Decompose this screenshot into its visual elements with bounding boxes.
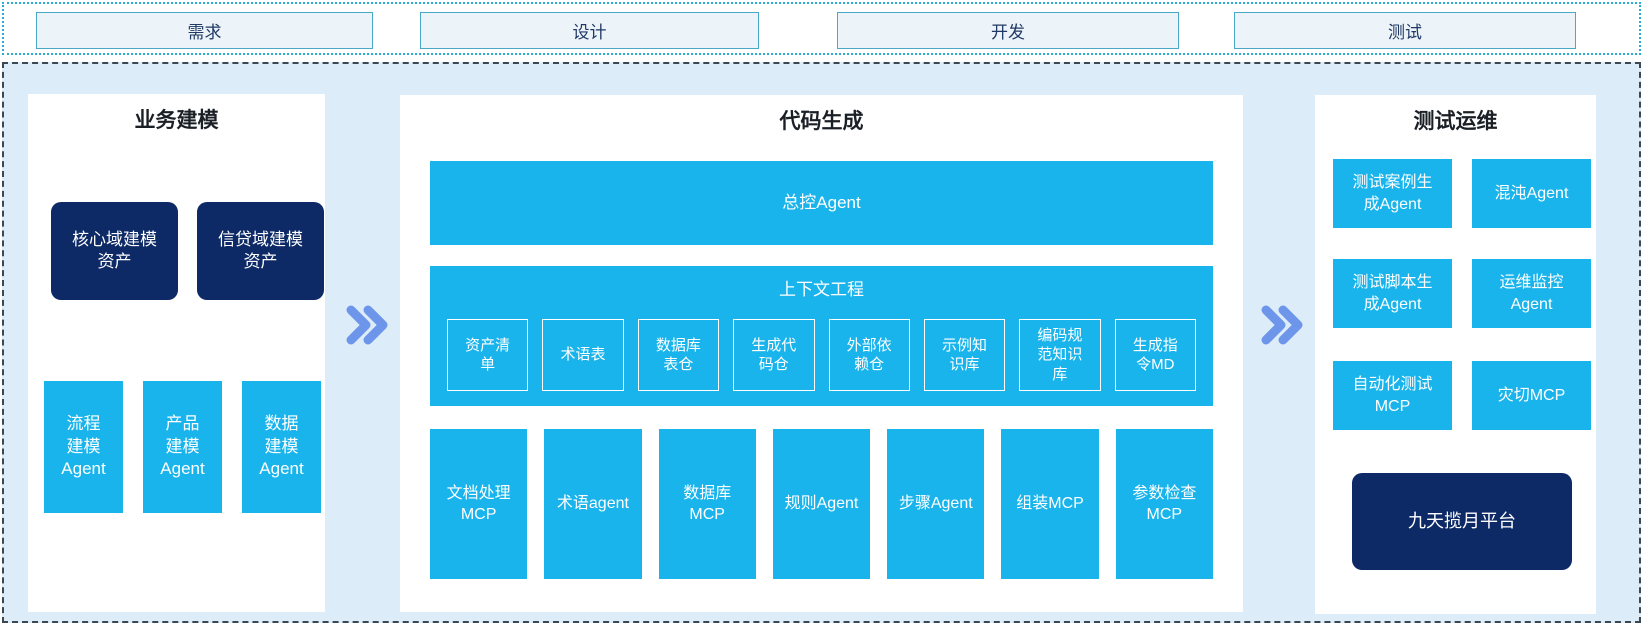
asset-box-credit-domain: 信贷域建模 资产 — [197, 202, 324, 300]
panel-title-business-modeling: 业务建模 — [134, 109, 219, 132]
automated-testing-mcp-box: 自动化测试 MCP — [1333, 361, 1452, 430]
tool-box-doc-processing-mcp: 文档处理 MCP — [430, 429, 528, 579]
chaos-agent-box: 混沌Agent — [1472, 159, 1591, 228]
context-engineering-box: 上下文工程 资产清 单 术语表 数据库 表仓 生成代 码仓 外部依 赖仓 示例知… — [430, 266, 1213, 406]
context-item-glossary: 术语表 — [542, 319, 624, 391]
test-script-generation-agent-box: 测试脚本生 成Agent — [1333, 259, 1452, 328]
panel-title-code-generation: 代码生成 — [779, 110, 864, 133]
panel-title-test-ops: 测试运维 — [1413, 110, 1498, 133]
tools-row: 文档处理 MCP 术语agent 数据库 MCP 规则Agent 步骤Agent… — [430, 429, 1213, 579]
stage-box-testing: 测试 — [1234, 12, 1576, 49]
stage-box-design: 设计 — [420, 12, 759, 49]
agent-box-data-modeling: 数据 建模 Agent — [242, 381, 321, 513]
stage-box-development: 开发 — [837, 12, 1179, 49]
sdlc-stage-strip: 需求 设计 开发 测试 — [2, 2, 1641, 55]
stage-box-requirements: 需求 — [36, 12, 373, 49]
panel-business-modeling: 业务建模 核心域建模 资产 信贷域建模 资产 流程 建模 Agent 产品 建模… — [28, 94, 325, 612]
panel-test-ops: 测试运维 测试案例生 成Agent 混沌Agent 测试脚本生 成Agent 运… — [1315, 95, 1596, 614]
master-control-agent-bar: 总控Agent — [430, 161, 1213, 245]
panel-code-generation: 代码生成 总控Agent 上下文工程 资产清 单 术语表 数据库 表仓 生成代 … — [400, 95, 1243, 612]
context-item-db-table-repo: 数据库 表仓 — [637, 319, 720, 391]
ops-monitoring-agent-box: 运维监控 Agent — [1472, 259, 1591, 328]
context-items-row: 资产清 单 术语表 数据库 表仓 生成代 码仓 外部依 赖仓 示例知 识库 编码… — [447, 319, 1196, 391]
tool-box-assembly-mcp: 组装MCP — [1001, 429, 1099, 579]
disaster-switch-mcp-box: 灾切MCP — [1472, 361, 1591, 430]
double-chevron-right-icon — [346, 305, 388, 345]
tool-box-database-mcp: 数据库 MCP — [658, 429, 756, 579]
tool-box-glossary-agent: 术语agent — [544, 429, 642, 579]
context-engineering-title: 上下文工程 — [779, 280, 864, 299]
context-item-generated-code-repo: 生成代 码仓 — [733, 319, 815, 391]
tool-box-steps-agent: 步骤Agent — [887, 429, 985, 579]
double-chevron-right-icon — [1261, 305, 1303, 345]
agent-box-product-modeling: 产品 建模 Agent — [143, 381, 222, 513]
agent-box-process-modeling: 流程 建模 Agent — [44, 381, 123, 513]
context-item-coding-standard-knowledge-base: 编码规 范知识 库 — [1019, 319, 1101, 391]
asset-box-core-domain: 核心域建模 资产 — [51, 202, 178, 300]
context-item-generation-instruction-md: 生成指 令MD — [1114, 319, 1196, 391]
main-area: 业务建模 核心域建模 资产 信贷域建模 资产 流程 建模 Agent 产品 建模… — [2, 62, 1641, 623]
context-item-asset-list: 资产清 单 — [447, 319, 529, 391]
context-item-example-knowledge-base: 示例知 识库 — [923, 319, 1006, 391]
jiutian-lanyue-platform-box: 九天揽月平台 — [1352, 473, 1572, 570]
tool-box-rules-agent: 规则Agent — [772, 429, 871, 579]
context-item-external-dependency-repo: 外部依 赖仓 — [828, 319, 910, 391]
test-case-generation-agent-box: 测试案例生 成Agent — [1333, 159, 1452, 228]
tool-box-parameter-check-mcp: 参数检查 MCP — [1115, 429, 1213, 579]
